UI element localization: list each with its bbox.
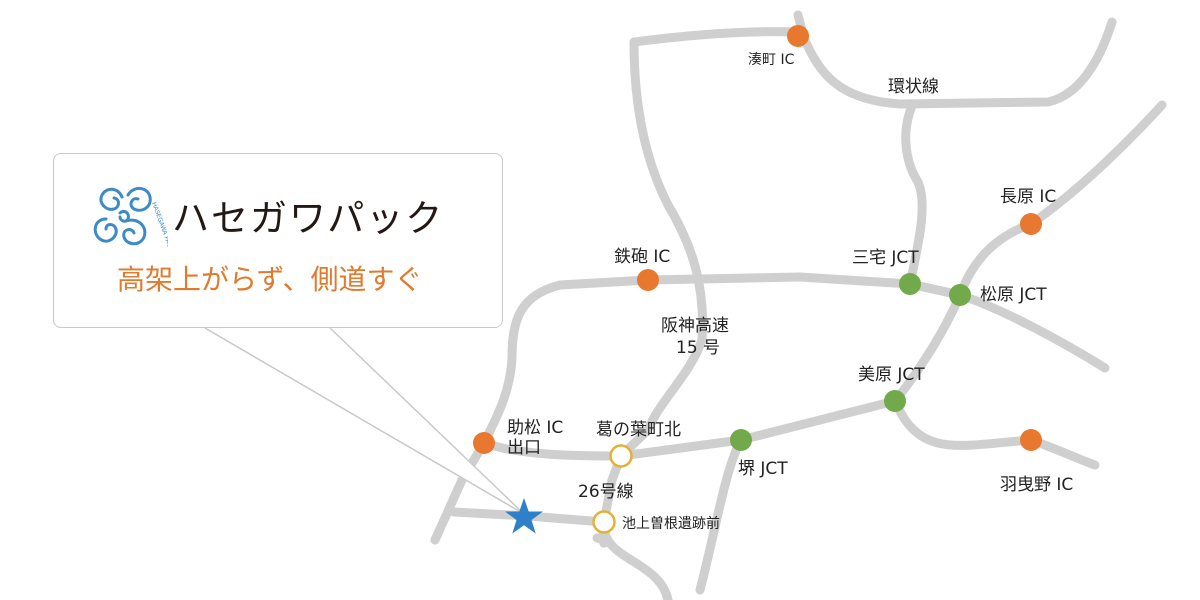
road-nagahara [955, 100, 1167, 300]
label-matsubara-jct: 松原 JCT [980, 285, 1047, 305]
hasegawa-pack-logo: HASEGAWA PACK [93, 187, 168, 253]
label-kuzunoha: 葛の葉町北 [596, 420, 681, 440]
label-sakai-jct: 堺 JCT [738, 459, 788, 479]
label-minatomachi-ic: 湊町 IC [748, 51, 795, 68]
label-ikegami: 池上曽根遺跡前 [622, 515, 720, 532]
svg-text:HASEGAWA PACK: HASEGAWA PACK [150, 201, 168, 253]
label-kanjo: 環状線 [888, 77, 939, 97]
road-sakai-south [695, 435, 746, 595]
ic-marker-nagahara[interactable] [1020, 213, 1042, 235]
station-marker-kuzunoha[interactable] [609, 444, 633, 468]
star-icon[interactable] [505, 498, 543, 534]
brand-name: ハセガワパック [172, 197, 445, 240]
jct-marker-matsubara[interactable] [949, 284, 971, 306]
ic-marker-habikino[interactable] [1020, 429, 1042, 451]
road-sw-diagonal [430, 438, 489, 545]
road-kanjo [793, 10, 1117, 109]
ic-marker-sukematsu[interactable] [473, 432, 495, 454]
label-hanshin-2: 15 号 [676, 338, 720, 358]
ic-marker-minatomachi[interactable] [787, 25, 809, 47]
jct-marker-mihara[interactable] [884, 390, 906, 412]
ic-marker-teppo[interactable] [637, 269, 659, 291]
label-sukematsu-exit: 出口 [507, 438, 541, 458]
label-nagahara-ic: 長原 IC [1000, 187, 1056, 207]
callout-box [53, 153, 503, 328]
label-hanshin-1: 阪神高速 [661, 316, 729, 336]
jct-marker-sakai[interactable] [730, 429, 752, 451]
brand-tagline: 高架上がらず、側道すぐ [117, 263, 423, 296]
callout-pointer [204, 327, 525, 515]
road-south [599, 517, 673, 600]
labels: 湊町 IC 環状線 長原 IC 鉄砲 IC 三宅 JCT 松原 JCT 阪神高速… [507, 51, 1073, 532]
station-marker-ikegami[interactable] [592, 510, 616, 534]
roads [430, 10, 1167, 600]
road-hanshin-15 [616, 27, 803, 461]
label-sukematsu-ic: 助松 IC [507, 418, 563, 438]
road-mihara-matsubara [890, 290, 965, 406]
road-miyake-north [901, 101, 927, 289]
label-route26: 26号線 [578, 482, 634, 502]
jct-marker-miyake[interactable] [899, 273, 921, 295]
label-mihara-jct: 美原 JCT [858, 365, 925, 385]
markers [473, 25, 1042, 534]
label-habikino-ic: 羽曳野 IC [1000, 475, 1073, 495]
road-habikino [890, 396, 1100, 470]
label-teppo-ic: 鉄砲 IC [614, 247, 670, 267]
label-miyake-jct: 三宅 JCT [852, 248, 919, 268]
